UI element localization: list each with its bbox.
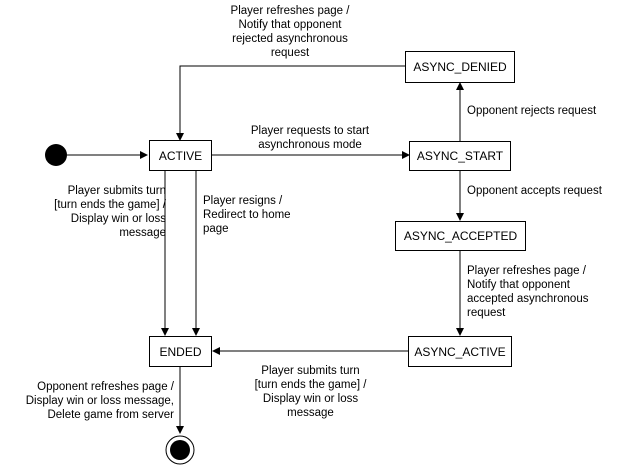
- label-accepted-to-async-active: Player refreshes page / Notify that oppo…: [467, 264, 588, 320]
- state-async-accepted: ASYNC_ACCEPTED: [395, 221, 526, 251]
- label-line: asynchronous mode: [258, 139, 362, 151]
- label-line: Delete game from server: [47, 409, 174, 421]
- label-line: Opponent rejects request: [467, 105, 597, 117]
- label-line: Display win or loss: [262, 393, 359, 405]
- label-active-to-start: Player requests to start asynchronous mo…: [225, 124, 395, 152]
- label-line: Display win or loss: [70, 213, 166, 225]
- label-start-to-denied: Opponent rejects request: [467, 104, 596, 118]
- label-line: Player submits turn: [67, 185, 166, 197]
- label-denied-to-active: Player refreshes page / Notify that oppo…: [205, 4, 375, 60]
- label-line: Player submits turn: [261, 365, 360, 377]
- arrow-denied-to-active: [176, 65, 405, 141]
- label-line: message: [287, 407, 334, 419]
- state-async-denied: ASYNC_DENIED: [405, 51, 515, 83]
- state-async-start: ASYNC_START: [409, 141, 511, 171]
- label-ended-to-final: Opponent refreshes page / Display win or…: [2, 380, 174, 422]
- label-line: [turn ends the game] /: [54, 199, 166, 211]
- label-line: Notify that opponent: [467, 279, 570, 291]
- label-line: page: [203, 223, 229, 235]
- label-line: accepted asynchronous: [467, 293, 589, 305]
- label-line: Player refreshes page /: [230, 5, 350, 17]
- final-state-inner-dot: [170, 440, 190, 460]
- label-line: Opponent accepts request: [467, 185, 602, 197]
- label-line: [turn ends the game] /: [254, 379, 367, 391]
- label-line: request: [270, 47, 310, 59]
- label-line: Redirect to home: [203, 209, 291, 221]
- label-line: Player refreshes page /: [467, 265, 586, 277]
- label-line: Player requests to start: [250, 125, 370, 137]
- label-line: request: [467, 307, 506, 319]
- label-line: Player resigns /: [203, 195, 283, 207]
- initial-state-dot: [45, 144, 67, 166]
- label-line: rejected asynchronous: [232, 33, 348, 45]
- label-line: Notify that opponent: [238, 19, 342, 31]
- label-active-resign-to-ended: Player resigns / Redirect to home page: [203, 194, 291, 236]
- state-ended: ENDED: [149, 336, 212, 367]
- label-active-submit-to-ended: Player submits turn [turn ends the game]…: [46, 184, 166, 240]
- label-line: message: [119, 227, 166, 239]
- state-async-active: ASYNC_ACTIVE: [408, 336, 512, 367]
- label-line: Display win or loss message,: [25, 395, 174, 407]
- label-start-to-accepted: Opponent accepts request: [467, 184, 602, 198]
- state-active: ACTIVE: [149, 140, 212, 171]
- label-line: Opponent refreshes page /: [37, 381, 174, 393]
- label-async-active-to-ended: Player submits turn [turn ends the game]…: [238, 364, 383, 420]
